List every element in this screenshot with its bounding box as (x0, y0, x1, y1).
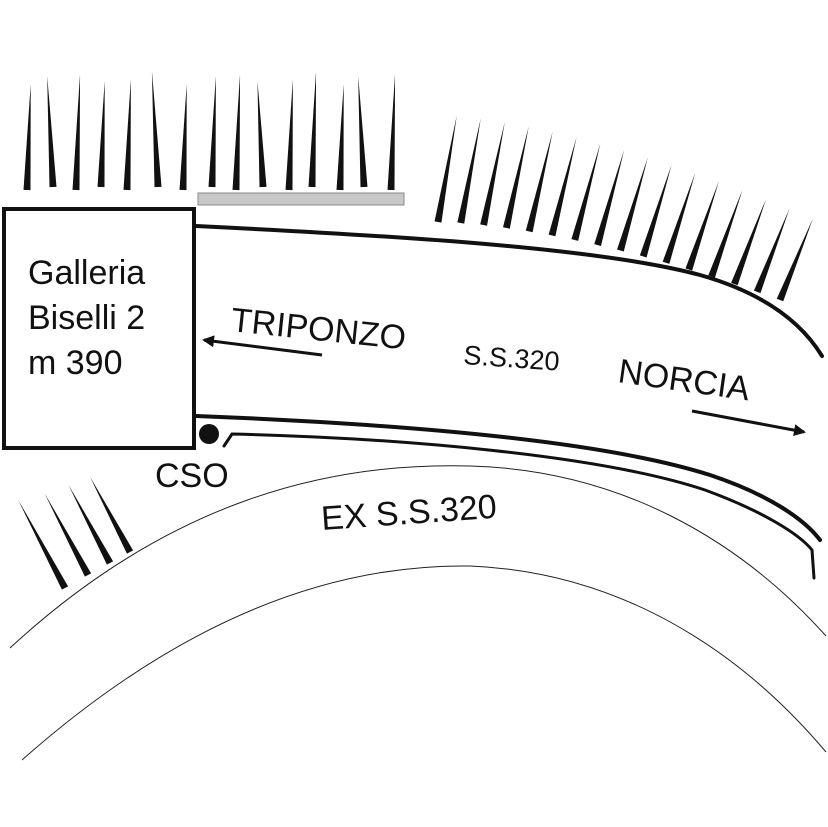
slope-hatch-stroke (336, 84, 344, 191)
road-name-label: S.S.320 (463, 340, 561, 377)
arrow-to-triponzo (202, 335, 323, 357)
slope-hatch-stroke (68, 485, 114, 565)
slope-hatch-stroke (123, 79, 131, 191)
old-road-upper-edge (9, 465, 827, 649)
slope-hatch-stroke (358, 76, 368, 188)
guardrail-bar (197, 192, 405, 206)
direction-label-west: TRIPONZO (229, 301, 408, 357)
slope-hatch-stroke (525, 131, 553, 233)
slope-hatch-stroke (72, 74, 81, 191)
cso-label: CSO (155, 457, 229, 495)
old-road-lower-edge (21, 565, 827, 761)
slope-hatch-stroke (753, 208, 790, 294)
slope-hatch-stroke (480, 121, 505, 226)
slope-hatch-stroke (151, 71, 162, 188)
slope-hatch-stroke (685, 181, 719, 271)
road-kerb-line (222, 432, 816, 580)
tunnel-label-line: Galleria (28, 254, 145, 292)
slope-hatch-stroke (617, 157, 648, 252)
slope-hatch-stroke (179, 84, 187, 191)
slope-hatch-stroke (44, 493, 92, 577)
slope-hatch-stroke (387, 74, 396, 191)
old-road-label: EX S.S.320 (320, 488, 498, 538)
slope-hatch-stroke (208, 76, 216, 188)
slope-hatch-stroke (571, 143, 601, 241)
slope-hatch-stroke (97, 81, 105, 188)
tunnel-label-line: m 390 (28, 344, 123, 382)
slope-hatch-stroke (257, 81, 267, 188)
slope-hatch-stroke (457, 118, 481, 224)
slope-hatch-stroke (434, 115, 457, 223)
arrow-to-norcia (691, 409, 806, 437)
slope-hatch-stroke (23, 84, 31, 191)
road-upper-edge (194, 224, 824, 358)
slope-hatching-top-right (434, 115, 813, 302)
slope-hatch-stroke (548, 137, 577, 237)
road-lower-edge (194, 414, 822, 542)
slope-hatch-stroke (285, 79, 293, 191)
slope-hatch-stroke (776, 218, 813, 302)
cso-point-marker (199, 424, 219, 444)
tunnel-portal (2, 207, 196, 450)
slope-hatching-bottom-left (18, 476, 134, 590)
slope-hatch-stroke (47, 76, 57, 188)
slope-hatch-stroke (232, 74, 241, 191)
slope-hatch-stroke (594, 150, 625, 246)
direction-label-east: NORCIA (616, 352, 753, 408)
slope-hatch-stroke (639, 164, 672, 258)
slope-hatch-stroke (662, 172, 696, 264)
slope-hatch-stroke (90, 476, 134, 554)
slope-hatch-stroke (502, 126, 529, 229)
slope-hatching-top-left (23, 71, 396, 191)
slope-hatch-stroke (708, 189, 743, 278)
slope-hatch-stroke (308, 71, 317, 188)
tunnel-label-line: Biselli 2 (28, 299, 145, 337)
tunnel-label: Galleria Biselli 2 m 390 (28, 254, 155, 382)
slope-hatch-stroke (18, 499, 69, 590)
slope-hatch-stroke (731, 199, 767, 286)
